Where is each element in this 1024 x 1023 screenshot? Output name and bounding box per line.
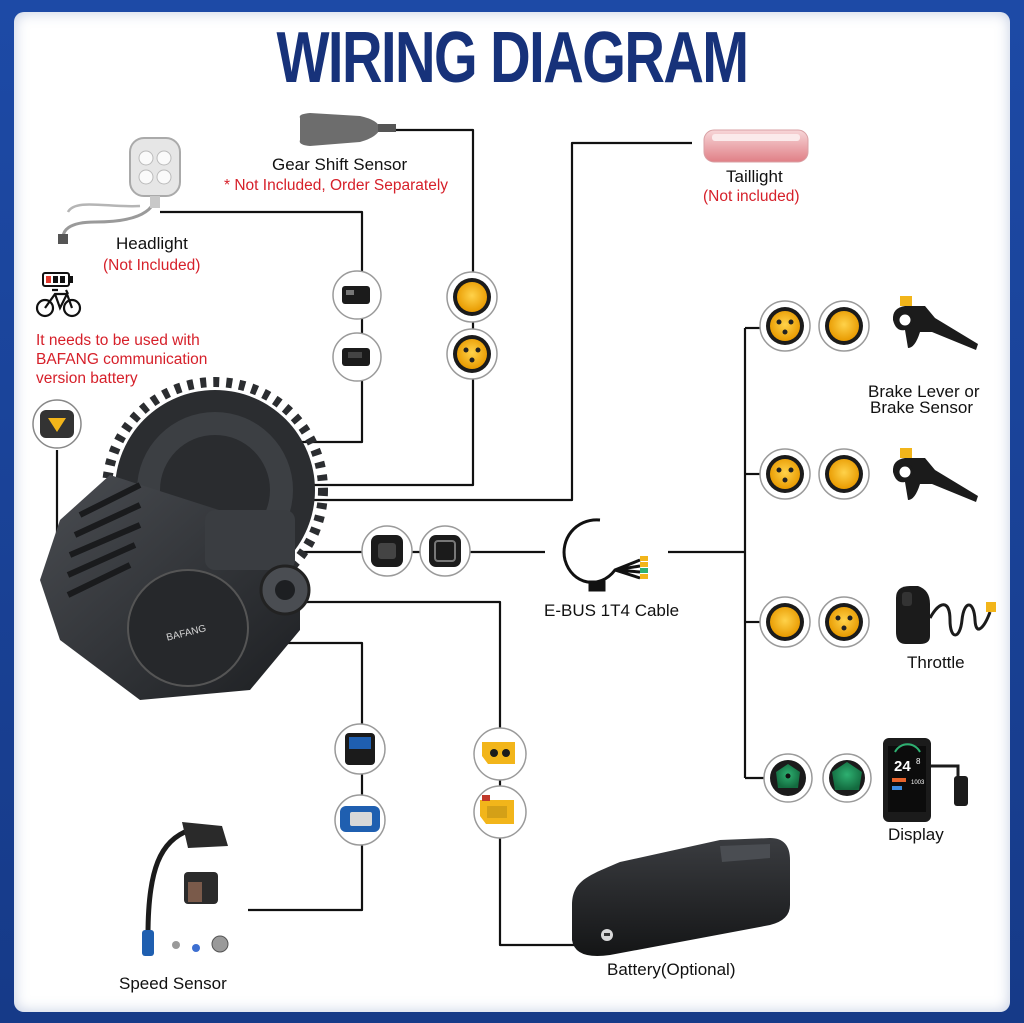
display-connector-male bbox=[763, 753, 813, 803]
throttle-icon bbox=[896, 586, 996, 644]
headlight-icon bbox=[58, 137, 181, 244]
battery-note-line-3: version battery bbox=[36, 370, 138, 387]
battery-icon bbox=[42, 272, 73, 287]
display-odo: 1003 bbox=[911, 780, 925, 786]
taillight-icon bbox=[703, 129, 809, 163]
wire-headlight bbox=[160, 210, 364, 444]
taillight-label: Taillight bbox=[726, 167, 783, 186]
wire-battery bbox=[300, 600, 575, 947]
gear-shift-connector-female bbox=[446, 271, 498, 323]
battery-connector-female bbox=[473, 727, 527, 781]
throttle-connector-male bbox=[818, 596, 870, 648]
headlight-connector-male bbox=[332, 270, 382, 320]
taillight-note: (Not included) bbox=[703, 188, 800, 205]
brake-lever-icon-1 bbox=[892, 296, 978, 350]
gear-shift-note: * Not Included, Order Separately bbox=[224, 177, 449, 194]
battery-label: Battery(Optional) bbox=[607, 960, 736, 979]
brake-2-connector-male bbox=[759, 448, 811, 500]
wire-speed-sensor bbox=[248, 641, 364, 912]
ebus-motor-connector-male bbox=[361, 525, 413, 577]
headlight-label: Headlight bbox=[116, 234, 188, 253]
headlight-note: (Not Included) bbox=[103, 257, 201, 274]
speed-sensor-connector-female bbox=[334, 723, 386, 775]
page-title: WIRING DIAGRAM bbox=[276, 18, 749, 98]
display-speed: 24 bbox=[894, 758, 911, 775]
ebus-motor-connector-female bbox=[419, 525, 471, 577]
display-decimal: 8 bbox=[916, 757, 921, 766]
bicycle-icon bbox=[35, 288, 82, 318]
display-connector-female bbox=[822, 753, 872, 803]
motor-icon: BAFANG bbox=[40, 377, 328, 700]
battery-connector-male bbox=[473, 785, 527, 839]
brake-label-line-1: Brake Lever or bbox=[868, 382, 980, 401]
speed-sensor-label: Speed Sensor bbox=[119, 974, 227, 993]
display-icon: 24 8 1003 bbox=[883, 738, 968, 822]
throttle-connector-female bbox=[759, 596, 811, 648]
brake-label-line-2: Brake Sensor bbox=[870, 398, 973, 417]
brake-2-connector-female bbox=[818, 448, 870, 500]
headlight-connector-female bbox=[332, 332, 382, 382]
speed-sensor-connector-male bbox=[334, 794, 386, 846]
speed-sensor-icon bbox=[142, 822, 229, 956]
battery-port-connector bbox=[32, 399, 82, 449]
brake-1-connector-male bbox=[759, 300, 811, 352]
gear-shift-label: Gear Shift Sensor bbox=[272, 155, 408, 174]
wire-taillight bbox=[300, 141, 692, 502]
battery-note-line-2: BAFANG communication bbox=[36, 351, 208, 368]
gear-shift-sensor-icon bbox=[299, 113, 396, 146]
gear-shift-connector-male bbox=[446, 328, 498, 380]
battery-pack-icon bbox=[572, 838, 790, 956]
brake-1-connector-female bbox=[818, 300, 870, 352]
battery-note-line-1: It needs to be used with bbox=[36, 332, 200, 349]
throttle-label: Throttle bbox=[907, 653, 965, 672]
ebus-cable-icon bbox=[562, 518, 648, 592]
brake-lever-icon-2 bbox=[892, 448, 978, 502]
ebus-cable-label: E-BUS 1T4 Cable bbox=[544, 601, 680, 620]
display-label: Display bbox=[888, 825, 944, 844]
